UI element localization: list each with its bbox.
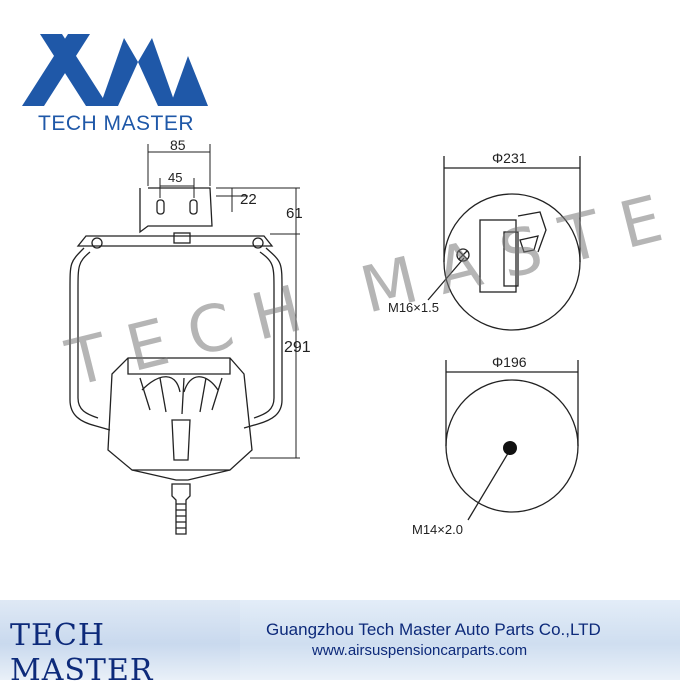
footer-banner: TECH MASTER Guangzhou Tech Master Auto P…	[0, 600, 680, 688]
xm-logo-icon	[22, 34, 208, 106]
dim-bottom-piston-diameter: Φ196	[492, 354, 527, 370]
logo-text: TECH MASTER	[38, 112, 195, 135]
dim-slot-height: 22	[240, 191, 257, 208]
company-name: Guangzhou Tech Master Auto Parts Co.,LTD	[266, 620, 601, 639]
footer-info-panel: Guangzhou Tech Master Auto Parts Co.,LTD…	[240, 600, 680, 680]
bottom-thread-hole	[503, 441, 517, 455]
technical-drawing: 85 45 22 61 291 Φ231 M16×1.5	[69, 137, 581, 537]
dim-top-plate-diameter: Φ231	[492, 150, 527, 166]
dim-bracket-width: 85	[170, 137, 186, 153]
thread-top-label: M16×1.5	[388, 300, 439, 315]
dim-top-plate-height: 61	[286, 205, 303, 222]
thread-bottom-label: M14×2.0	[412, 522, 463, 537]
footer-brand-panel: TECH MASTER	[0, 600, 240, 688]
dim-hole-spacing: 45	[168, 170, 182, 185]
footer-brand: TECH MASTER	[10, 618, 154, 688]
dim-overall-height: 291	[284, 339, 311, 356]
website-link[interactable]: www.airsuspensioncarparts.com	[312, 642, 528, 659]
